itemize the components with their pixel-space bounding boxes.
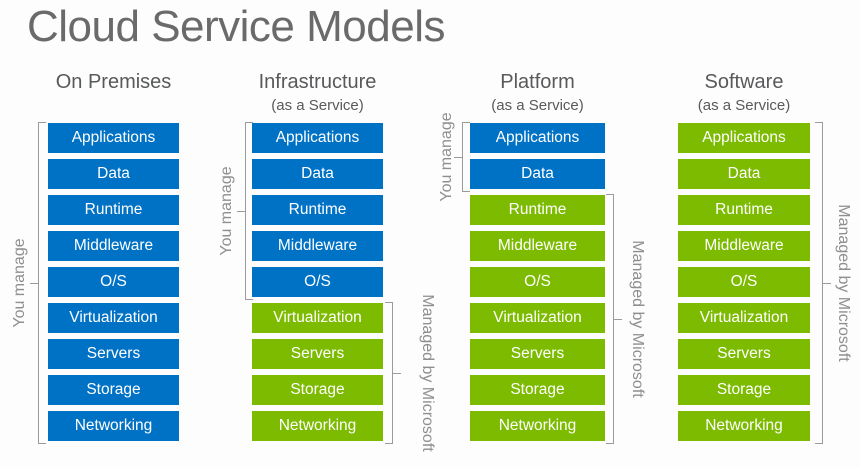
box-applications: Applications: [470, 123, 605, 153]
box-runtime: Runtime: [470, 195, 605, 225]
box-virtualization: Virtualization: [252, 303, 383, 333]
bracket-managed-by-microsoft-label: Managed by Microsoft: [629, 240, 646, 398]
bracket-you-manage-label: You manage: [218, 166, 235, 256]
bracket-you-manage-line: [38, 122, 39, 444]
column-subheader-platform: (as a Service): [491, 97, 584, 114]
box-middleware: Middleware: [48, 231, 179, 261]
bracket-managed-by-microsoft-top-tick: [606, 194, 614, 195]
bracket-managed-by-microsoft-mid-tick: [614, 319, 622, 320]
column-header-infrastructure: Infrastructure: [258, 71, 377, 93]
bracket-managed-by-microsoft-mid-tick: [823, 283, 831, 284]
box-applications: Applications: [678, 123, 810, 153]
box-runtime: Runtime: [252, 195, 383, 225]
box-networking: Networking: [48, 411, 179, 441]
page-title: Cloud Service Models: [27, 2, 445, 51]
bracket-you-manage-line: [245, 122, 246, 300]
bracket-managed-by-microsoft-mid-tick: [393, 373, 401, 374]
box-virtualization: Virtualization: [48, 303, 179, 333]
box-servers: Servers: [252, 339, 383, 369]
column-header-software: Software: [704, 71, 784, 93]
bracket-managed-by-microsoft-line: [613, 194, 614, 444]
box-storage: Storage: [252, 375, 383, 405]
box-o-s: O/S: [48, 267, 179, 297]
box-networking: Networking: [470, 411, 605, 441]
box-servers: Servers: [678, 339, 810, 369]
bracket-managed-by-microsoft-top-tick: [815, 122, 823, 123]
column-header-platform: Platform: [500, 71, 575, 93]
bracket-managed-by-microsoft-bottom-tick: [385, 443, 393, 444]
bracket-managed-by-microsoft-bottom-tick: [606, 443, 614, 444]
bracket-you-manage-bottom-tick: [38, 443, 46, 444]
box-storage: Storage: [678, 375, 810, 405]
box-runtime: Runtime: [48, 195, 179, 225]
bracket-you-manage-bottom-tick: [462, 191, 470, 192]
column-header-on-premises: On Premises: [55, 71, 172, 93]
box-storage: Storage: [470, 375, 605, 405]
column-subheader-software: (as a Service): [697, 97, 791, 114]
box-virtualization: Virtualization: [678, 303, 810, 333]
box-data: Data: [678, 159, 810, 189]
box-servers: Servers: [470, 339, 605, 369]
bracket-you-manage-top-tick: [462, 122, 470, 123]
bracket-managed-by-microsoft-top-tick: [385, 302, 393, 303]
box-applications: Applications: [48, 123, 179, 153]
bracket-managed-by-microsoft-line: [822, 122, 823, 444]
box-servers: Servers: [48, 339, 179, 369]
box-middleware: Middleware: [470, 231, 605, 261]
bracket-you-manage-line: [462, 122, 463, 192]
box-networking: Networking: [252, 411, 383, 441]
box-runtime: Runtime: [678, 195, 810, 225]
box-data: Data: [470, 159, 605, 189]
box-data: Data: [48, 159, 179, 189]
bracket-managed-by-microsoft-label: Managed by Microsoft: [419, 294, 436, 452]
column-subheader-infrastructure: (as a Service): [271, 97, 364, 114]
box-middleware: Middleware: [252, 231, 383, 261]
bracket-you-manage-mid-tick: [454, 157, 462, 158]
bracket-managed-by-microsoft-label: Managed by Microsoft: [835, 204, 852, 362]
bracket-managed-by-microsoft-line: [392, 302, 393, 444]
box-virtualization: Virtualization: [470, 303, 605, 333]
box-storage: Storage: [48, 375, 179, 405]
bracket-you-manage-mid-tick: [30, 283, 38, 284]
bracket-you-manage-top-tick: [38, 122, 46, 123]
bracket-you-manage-top-tick: [245, 122, 253, 123]
bracket-managed-by-microsoft-bottom-tick: [815, 443, 823, 444]
box-o-s: O/S: [678, 267, 810, 297]
bracket-you-manage-bottom-tick: [245, 299, 253, 300]
box-o-s: O/S: [252, 267, 383, 297]
box-o-s: O/S: [470, 267, 605, 297]
bracket-you-manage-mid-tick: [237, 211, 245, 212]
bracket-you-manage-label: You manage: [11, 238, 28, 328]
box-middleware: Middleware: [678, 231, 810, 261]
box-networking: Networking: [678, 411, 810, 441]
box-applications: Applications: [252, 123, 383, 153]
box-data: Data: [252, 159, 383, 189]
bracket-you-manage-label: You manage: [438, 112, 455, 202]
